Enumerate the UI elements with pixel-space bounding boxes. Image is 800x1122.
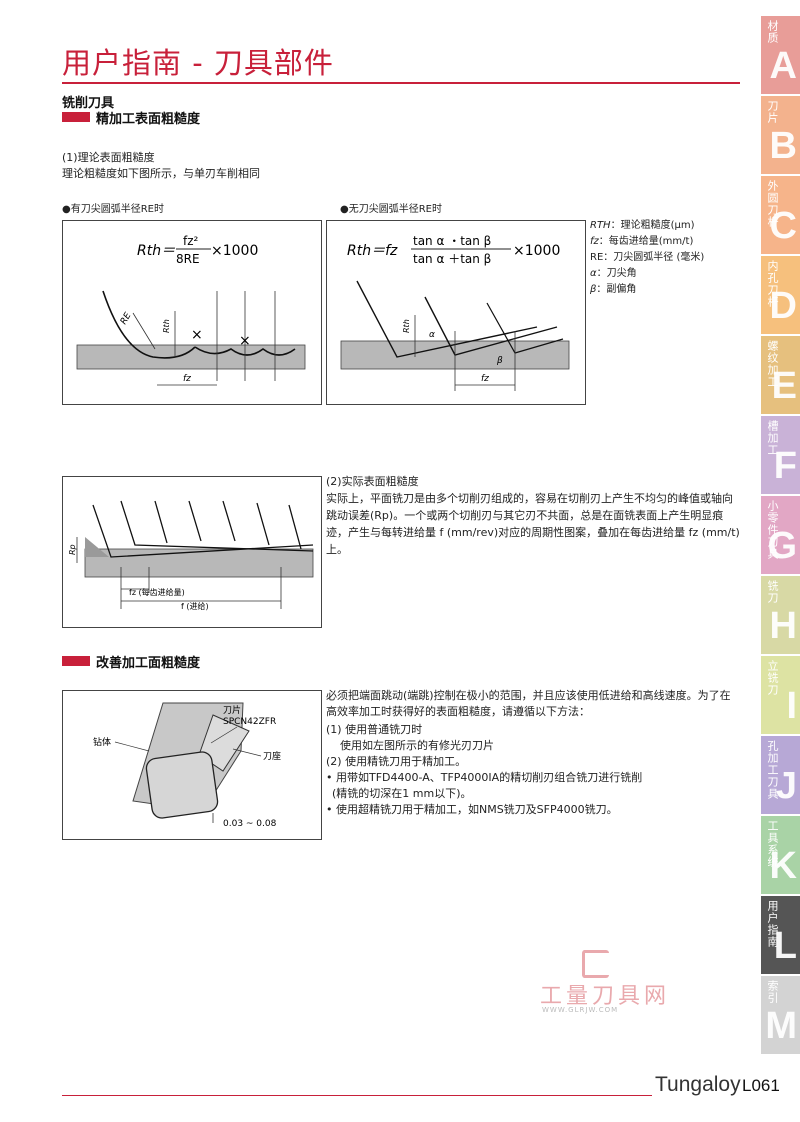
- formula-numerator: tan α ・tan β: [413, 234, 491, 248]
- page-number: L061: [742, 1076, 780, 1095]
- brand-name: Tungaloy: [655, 1073, 741, 1096]
- radius-leader: [132, 312, 156, 350]
- body-leader: [114, 741, 150, 752]
- page-subtitle: 铣削刀具: [62, 96, 115, 111]
- watermark-logo: [582, 950, 609, 978]
- side-tab-i[interactable]: 立铣刀 I: [761, 656, 800, 734]
- theory-heading: (1)理论表面粗糙度: [62, 151, 155, 164]
- edge-profile-4: [188, 500, 202, 542]
- workpiece: [84, 548, 314, 578]
- side-tab-d[interactable]: 内孔刀杆 D: [761, 256, 800, 334]
- cutting-edge-profile: [102, 290, 196, 359]
- seat-leader: [232, 748, 262, 757]
- formula-multiplier: ×1000: [211, 243, 258, 259]
- section-title-finish: 精加工表面粗糙度: [96, 112, 201, 127]
- runout-wedge: [85, 537, 109, 557]
- formula-denominator: 8RE: [176, 252, 200, 266]
- side-tab-m[interactable]: 索引 M: [761, 976, 800, 1054]
- insert-leader: [210, 726, 238, 744]
- label-fz: fz: [481, 374, 489, 384]
- edge-profile-7: [288, 504, 302, 550]
- cutting-edge-1: [356, 280, 538, 358]
- label-f: f (进给): [181, 601, 209, 611]
- side-tab-b[interactable]: 刀片 B: [761, 96, 800, 174]
- workpiece: [76, 344, 306, 370]
- page-title: 用户指南 - 刀具部件: [62, 46, 334, 80]
- diagram-left-caption: ●有刀尖圆弧半径RE时: [62, 204, 164, 215]
- label-rp: Rp: [68, 544, 77, 555]
- footer-rule: [62, 1095, 652, 1096]
- section-marker: [62, 656, 90, 666]
- label-insert-code: SPCN42ZFR: [223, 717, 276, 727]
- actual-heading: (2)实际表面粗糙度: [326, 475, 419, 488]
- diagram-right-caption: ●无刀尖圆弧半径RE时: [340, 204, 442, 215]
- label-rth: Rth: [402, 319, 411, 333]
- label-fz: fz: [183, 374, 191, 384]
- side-tab-a[interactable]: 材质 A: [761, 16, 800, 94]
- formula-lhs: Rth＝fz: [347, 243, 398, 259]
- formula-lhs: Rth＝: [137, 243, 175, 259]
- diagram-with-radius: Rth＝ fz² 8RE ×1000 × × RE Rth fz: [62, 220, 322, 405]
- side-tab-g[interactable]: 小零件刀具 G: [761, 496, 800, 574]
- diagram-actual-roughness: Rp fz (每齿进给量) f (进给): [62, 476, 322, 628]
- section-title-improve: 改善加工面粗糙度: [96, 656, 201, 671]
- formula-denominator: tan α ＋tan β: [413, 252, 491, 266]
- formula-numerator: fz²: [183, 234, 199, 248]
- label-body: 钻体: [93, 736, 111, 748]
- side-tab-h[interactable]: 铣刀 H: [761, 576, 800, 654]
- cross-mark: ×: [239, 333, 251, 349]
- improve-item: (2) 使用精铣刀用于精加工。: [326, 755, 467, 768]
- legend-row: α：刀尖角: [590, 268, 637, 279]
- edge-profile-2: [120, 500, 314, 552]
- symbol-legend: RTH：理论粗糙度(μm) fz：每齿进给量(mm/t) RE：刀尖圆弧半径 (…: [590, 218, 704, 298]
- label-re: RE: [119, 311, 134, 327]
- section-marker: [62, 112, 90, 122]
- diagram-wiper-insert: 刀片 SPCN42ZFR 钻体 刀座 0.03 ~ 0.08: [62, 690, 322, 840]
- watermark-text: 工量刀具网: [540, 984, 671, 1009]
- side-tab-j[interactable]: 孔加工刀具 J: [761, 736, 800, 814]
- legend-row: RTH：理论粗糙度(μm): [590, 220, 695, 231]
- formula-multiplier: ×1000: [513, 243, 560, 259]
- side-tab-l-active[interactable]: 用户指南 L: [761, 896, 800, 974]
- label-insert: 刀片: [223, 704, 241, 716]
- side-tab-c[interactable]: 外圆刀杆 C: [761, 176, 800, 254]
- scallop-profile: [194, 346, 296, 356]
- legend-row: β：副偏角: [590, 284, 637, 295]
- side-tab-k[interactable]: 工具系统 K: [761, 816, 800, 894]
- improve-item: (1) 使用普通铣刀时: [326, 723, 423, 736]
- cross-mark: ×: [191, 327, 203, 343]
- legend-row: fz：每齿进给量(mm/t): [590, 236, 694, 247]
- side-tab-f[interactable]: 槽加工 F: [761, 416, 800, 494]
- improve-intro: 必须把端面跳动(端跳)控制在极小的范围，并且应该使用低进给和高线速度。为了在高效…: [326, 689, 731, 718]
- label-beta: β: [496, 356, 503, 366]
- label-fz: fz (每齿进给量): [129, 587, 185, 597]
- watermark-url: WWW.GLRJW.COM: [542, 1006, 619, 1014]
- side-tab-e[interactable]: 螺纹加工 E: [761, 336, 800, 414]
- edge-profile-3: [154, 500, 168, 544]
- insert-seat: [198, 714, 250, 772]
- actual-text: 实际上，平面铣刀是由多个切削刃组成的，容易在切削刃上产生不均匀的峰值或轴向跳动误…: [326, 492, 740, 556]
- improve-item: 使用如左图所示的有修光刃刀片: [340, 739, 494, 752]
- improve-item: • 用带如TFD4400-A、TFP4000IA的精切削刃组合铣刀进行铣削: [326, 771, 643, 784]
- improve-item: • 使用超精铣刀用于精加工，如NMS铣刀及SFP4000铣刀。: [326, 803, 618, 816]
- edge-profile-5: [222, 500, 236, 542]
- legend-row: RE：刀尖圆弧半径 (毫米): [590, 252, 705, 263]
- label-gap: 0.03 ~ 0.08: [223, 819, 277, 829]
- diagram-without-radius: Rth＝fz tan α ・tan β tan α ＋tan β ×1000 R…: [326, 220, 586, 405]
- label-seat: 刀座: [263, 750, 281, 762]
- edge-profile-6: [256, 502, 270, 546]
- label-rth: Rth: [162, 319, 171, 333]
- label-alpha: α: [429, 330, 435, 340]
- title-rule: [62, 82, 740, 84]
- improve-item: (精铣的切深在1 mm以下)。: [332, 787, 472, 800]
- theory-text: 理论粗糙度如下图所示，与单刃车削相同: [62, 167, 260, 180]
- insert: [145, 751, 219, 819]
